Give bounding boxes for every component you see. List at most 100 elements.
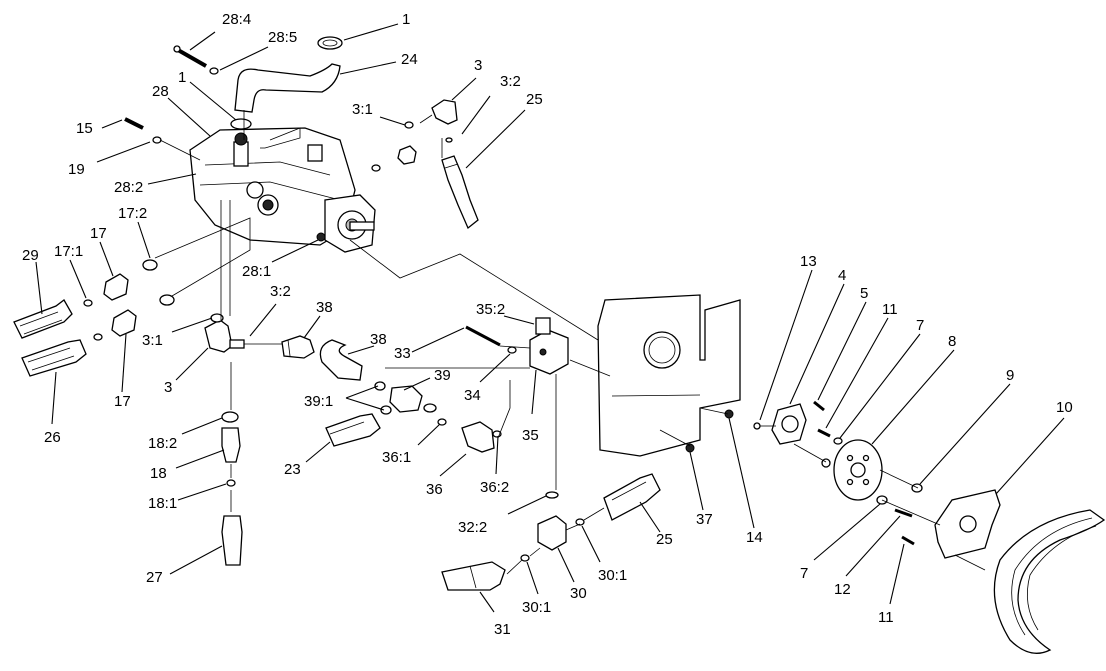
callout-28-5: 28:5 (268, 29, 297, 46)
callout-12: 12 (834, 581, 851, 598)
callout-18-2: 18:2 (148, 435, 177, 452)
callout-31: 31 (494, 621, 511, 638)
callout-26: 26 (44, 429, 61, 446)
bolt-11-bot (901, 535, 915, 546)
callout-37: 37 (696, 511, 713, 528)
callout-36-1: 36:1 (382, 449, 411, 466)
o-ring-18-2 (221, 411, 239, 423)
callout-18: 18 (150, 465, 167, 482)
hose-25-bot (603, 473, 661, 521)
hose-clamp-1-mid (230, 118, 252, 130)
callout-17-1: 17:1 (54, 243, 83, 260)
callout-11-top: 11 (882, 301, 898, 318)
callout-28-1: 28:1 (242, 263, 271, 280)
callout-3-top: 3 (474, 57, 482, 74)
callout-23: 23 (284, 461, 301, 478)
callout-14: 14 (746, 529, 763, 546)
tee-fitting-3-mid (204, 319, 233, 353)
hose-clamp-1-top (317, 36, 343, 50)
hose-24 (234, 63, 341, 113)
hose-29 (13, 299, 73, 339)
callout-30-1-right: 30:1 (598, 567, 627, 584)
callout-13: 13 (800, 253, 817, 270)
callout-39-1: 39:1 (304, 393, 333, 410)
callout-15: 15 (76, 120, 93, 137)
bolt-11-top (817, 428, 831, 438)
hose-38-right (281, 335, 315, 359)
callout-10: 10 (1056, 399, 1073, 416)
wheel-rim (993, 509, 1106, 654)
adapter-18 (221, 427, 241, 463)
callout-25-bot: 25 (656, 531, 673, 548)
callout-17-2: 17:2 (118, 205, 147, 222)
callout-3-mid: 3 (164, 379, 172, 396)
callout-30: 30 (570, 585, 587, 602)
adapter-17-bot (111, 309, 137, 337)
callout-32-2: 32:2 (458, 519, 487, 536)
assembly-lines (154, 110, 986, 575)
hose-25-top (441, 155, 479, 230)
hose-31 (441, 561, 506, 591)
callout-3-1-top: 3:1 (352, 101, 373, 118)
bolt-12 (894, 508, 913, 518)
callout-24: 24 (401, 51, 418, 68)
callout-33: 33 (394, 345, 411, 362)
washer-7-top (833, 437, 843, 445)
callout-39: 39 (434, 367, 451, 384)
leader-lines (35, 23, 1065, 613)
callout-17-top: 17 (90, 225, 107, 242)
washer-13 (753, 422, 761, 430)
tee-fitting-39 (389, 385, 423, 413)
bolt-28-4 (177, 48, 207, 68)
callout-18-1: 18:1 (148, 495, 177, 512)
callout-34: 34 (464, 387, 481, 404)
callout-36: 36 (426, 481, 443, 498)
callout-11-bot: 11 (878, 609, 894, 626)
callout-3-1-mid: 3:1 (142, 332, 163, 349)
callout-19: 19 (68, 161, 85, 178)
hose-27 (221, 515, 243, 566)
callout-5: 5 (860, 285, 868, 302)
callout-labels: 1 28:4 28:5 24 3 3:2 25 3:1 28 1 15 19 2… (22, 11, 1073, 638)
callout-9: 9 (1006, 367, 1014, 384)
callout-28-4: 28:4 (222, 11, 251, 28)
callout-29: 29 (22, 247, 39, 264)
pump-28 (189, 127, 376, 253)
callout-36-2: 36:2 (480, 479, 509, 496)
callout-30-1-left: 30:1 (522, 599, 551, 616)
elbow-fitting-36 (461, 421, 495, 453)
callout-8: 8 (948, 333, 956, 350)
hose-38-left (319, 339, 363, 381)
callout-7-bot: 7 (800, 565, 808, 582)
hose-26 (21, 339, 87, 377)
callout-25-top: 25 (526, 91, 543, 108)
washer-28-5 (209, 67, 219, 75)
washer-34 (507, 346, 517, 354)
mounting-plate (597, 294, 741, 457)
adapter-17-top (103, 273, 129, 301)
callout-28-2: 28:2 (114, 179, 143, 196)
nut-9 (911, 483, 923, 493)
bolt-33 (465, 325, 501, 347)
callout-28: 28 (152, 83, 169, 100)
valve-35 (529, 329, 569, 375)
part-drawings (13, 36, 1106, 654)
callout-7-top: 7 (916, 317, 924, 334)
callout-38-right: 38 (316, 299, 333, 316)
callout-1-top: 1 (402, 11, 410, 28)
washer-19 (152, 136, 162, 144)
o-ring-18-1 (226, 479, 236, 487)
o-ring-17-2 (142, 259, 158, 271)
callout-35-2: 35:2 (476, 301, 505, 318)
callout-27: 27 (146, 569, 163, 586)
callout-3-2-top: 3:2 (500, 73, 521, 90)
tee-fitting-30 (537, 515, 567, 551)
hose-23 (325, 413, 381, 447)
bolt-5 (813, 400, 825, 412)
callout-38-left: 38 (370, 331, 387, 348)
callout-35: 35 (522, 427, 539, 444)
callout-4: 4 (838, 267, 846, 284)
callout-17-bot: 17 (114, 393, 131, 410)
elbow-fitting-3-top (431, 99, 458, 125)
